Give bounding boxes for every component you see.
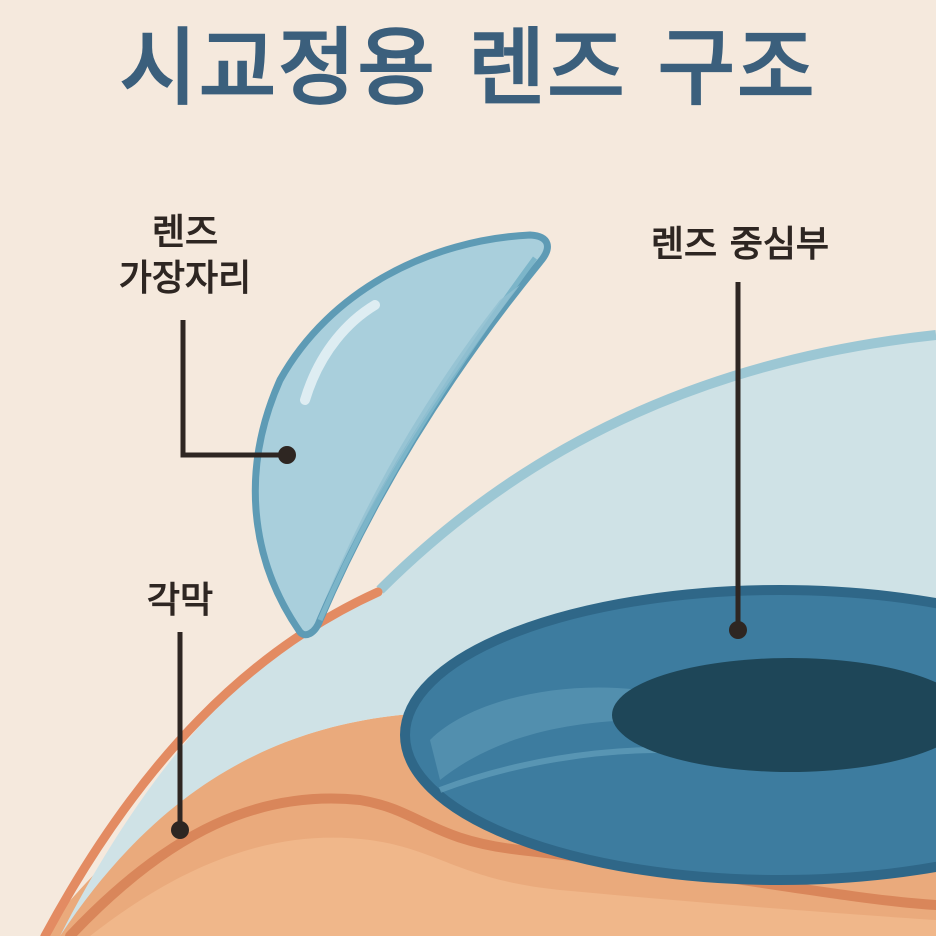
- iris-highlight: [430, 687, 650, 780]
- label-lens-edge-line1: 렌즈: [151, 212, 219, 253]
- pupil: [612, 658, 936, 772]
- diagram-title: 시교정용 렌즈 구조: [119, 19, 817, 117]
- label-lens-edge: 렌즈 가장자리: [100, 210, 270, 302]
- eyelid-crease: [65, 793, 936, 936]
- label-lens-edge-line2: 가장자리: [118, 258, 252, 299]
- cornea-outline: [376, 330, 936, 594]
- lens-edge-leader: [180, 320, 287, 458]
- label-lens-center: 렌즈 중심부: [650, 224, 830, 265]
- label-cornea: 각막: [146, 580, 214, 621]
- cornea-dot: [171, 821, 189, 839]
- cornea-rim: [40, 587, 383, 936]
- lens-edge-dot: [278, 446, 296, 464]
- lens-highlight: [300, 300, 380, 405]
- iris-streak: [438, 747, 661, 793]
- lower-skin: [90, 837, 936, 936]
- lens-center-dot: [729, 621, 747, 639]
